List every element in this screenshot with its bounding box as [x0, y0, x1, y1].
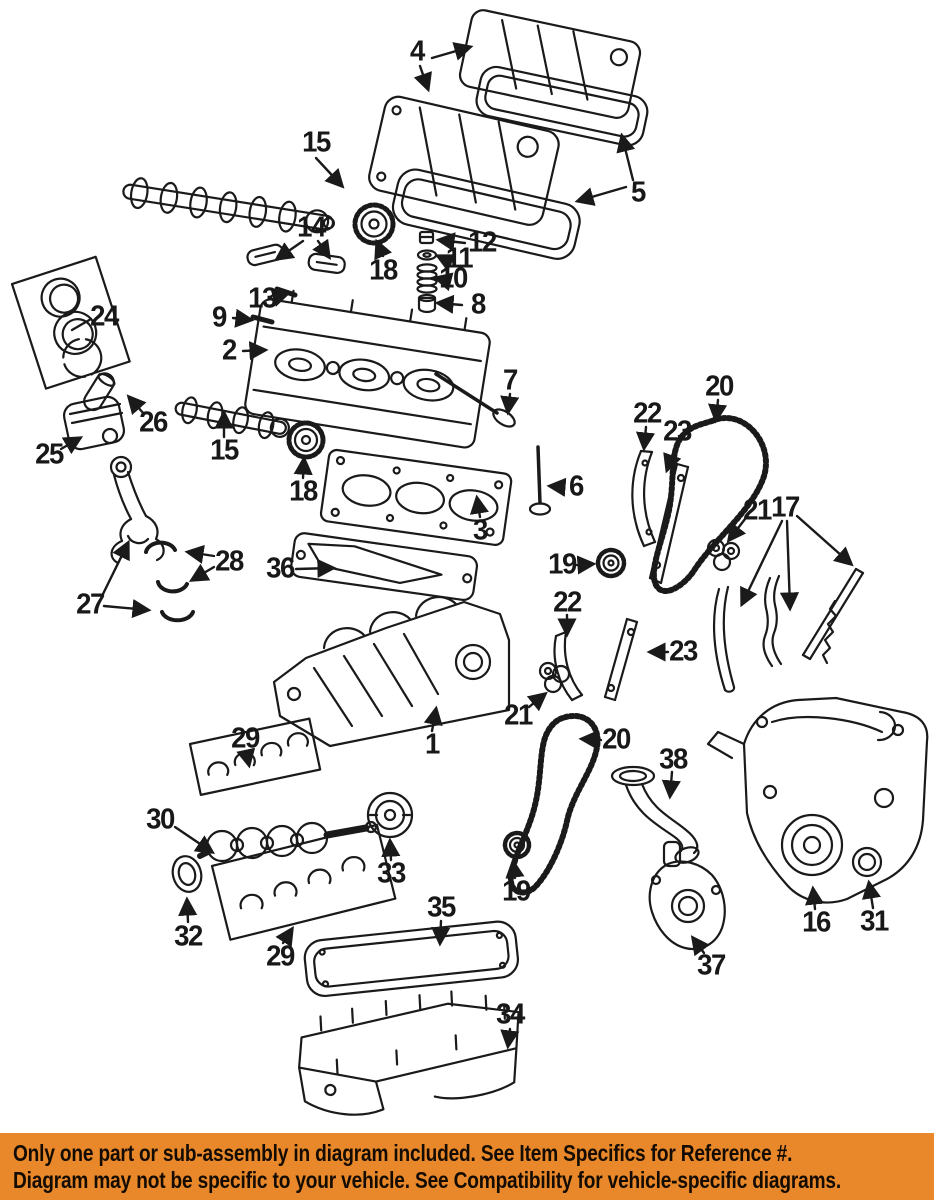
callout-34: 34 — [496, 998, 525, 1031]
disclaimer-line-1: Only one part or sub-assembly in diagram… — [13, 1139, 793, 1166]
part-chain-tensioner-upper — [706, 538, 741, 572]
callout-19: 19 — [548, 548, 577, 581]
callout-36: 36 — [266, 552, 295, 585]
part-valve-cover-right — [458, 9, 642, 119]
callout-4: 4 — [410, 35, 425, 68]
part-crank-seal-front — [851, 846, 883, 878]
callout-27: 27 — [76, 588, 105, 621]
callout-31: 31 — [860, 905, 889, 938]
part-front-cover-gaskets — [712, 567, 865, 693]
callout-15: 15 — [302, 126, 331, 159]
part-valve-cover-gasket-right — [475, 65, 649, 147]
callout-23: 23 — [663, 415, 692, 448]
callout-23: 23 — [669, 635, 698, 668]
part-piston-pin — [83, 372, 116, 412]
part-oil-pan-gasket — [303, 920, 520, 998]
disclaimer-banner: Only one part or sub-assembly in diagram… — [0, 1133, 934, 1200]
callout-18: 18 — [289, 475, 318, 508]
callout-26: 26 — [139, 406, 168, 439]
callout-14: 14 — [297, 211, 326, 244]
callout-20: 20 — [602, 723, 631, 756]
part-cam-sprocket-upper — [352, 202, 396, 246]
callout-11: 11 — [445, 242, 474, 275]
part-chain-guide-upper-left — [631, 449, 657, 548]
callout-2: 2 — [222, 334, 237, 367]
part-chain-tensioner-lower — [538, 661, 571, 694]
part-head-gasket — [319, 448, 513, 546]
callout-21: 21 — [743, 494, 772, 527]
part-crank-seal-rear — [171, 855, 203, 893]
part-tensioner-sprocket-upper — [595, 547, 627, 579]
callout-20: 20 — [705, 370, 734, 403]
callout-35: 35 — [427, 891, 456, 924]
callout-38: 38 — [659, 743, 688, 776]
callout-33: 33 — [377, 857, 406, 890]
part-tensioner-sprocket-lower — [502, 830, 532, 860]
callout-17: 17 — [771, 491, 800, 524]
part-rod-bearings — [144, 540, 195, 623]
part-main-bearings-lower — [210, 823, 397, 941]
part-valve-cover-gasket-left — [391, 168, 581, 260]
callout-19: 19 — [502, 875, 531, 908]
part-oil-pan — [298, 990, 520, 1116]
disclaimer-line-2: Diagram may not be specific to your vehi… — [13, 1166, 841, 1193]
part-cam-followers — [246, 243, 346, 275]
part-oil-pickup-tube — [610, 765, 700, 864]
callout-15: 15 — [210, 434, 239, 467]
callout-12: 12 — [468, 226, 497, 259]
part-camshaft-upper — [122, 177, 336, 234]
callout-8: 8 — [471, 288, 486, 321]
callout-leader-lines — [59, 42, 881, 1050]
part-valley-pan — [290, 532, 479, 601]
part-piston-rings — [10, 255, 131, 390]
callout-18: 18 — [369, 254, 398, 287]
callout-24: 24 — [90, 300, 119, 333]
part-engine-block — [272, 595, 511, 748]
part-timing-chain-upper — [650, 415, 769, 594]
callout-28: 28 — [215, 545, 244, 578]
part-cam-sprocket-lower — [286, 420, 326, 460]
part-cylinder-head — [244, 289, 491, 449]
callout-22: 22 — [553, 586, 582, 619]
part-main-bearings-upper — [188, 717, 322, 796]
callout-22: 22 — [633, 397, 662, 430]
callout-6: 6 — [569, 470, 584, 503]
part-oil-pump — [648, 840, 726, 951]
callout-32: 32 — [174, 920, 203, 953]
callout-29: 29 — [266, 940, 295, 973]
callout-10: 10 — [439, 262, 468, 295]
part-connecting-rod — [109, 455, 165, 565]
callout-7: 7 — [503, 364, 518, 397]
callout-16: 16 — [802, 906, 831, 939]
part-timing-chain-lower — [507, 712, 601, 896]
part-valve-exhaust — [528, 445, 552, 516]
diagram-line-art — [10, 9, 929, 1116]
part-crankshaft — [197, 820, 378, 863]
callout-29: 29 — [231, 722, 260, 755]
callout-5: 5 — [631, 176, 646, 209]
callout-30: 30 — [146, 803, 175, 836]
part-chain-guide-upper-right — [648, 462, 690, 585]
callout-21: 21 — [504, 699, 533, 732]
callout-3: 3 — [473, 514, 488, 547]
callout-9: 9 — [212, 301, 227, 334]
callout-1: 1 — [425, 728, 440, 761]
part-front-cover — [706, 696, 929, 904]
callout-25: 25 — [35, 438, 64, 471]
part-valve-cover-left — [368, 95, 560, 226]
callout-37: 37 — [697, 949, 726, 982]
part-chain-guide-lower-right — [603, 617, 639, 702]
part-crank-pulley — [366, 791, 414, 839]
callout-13: 13 — [248, 282, 277, 315]
